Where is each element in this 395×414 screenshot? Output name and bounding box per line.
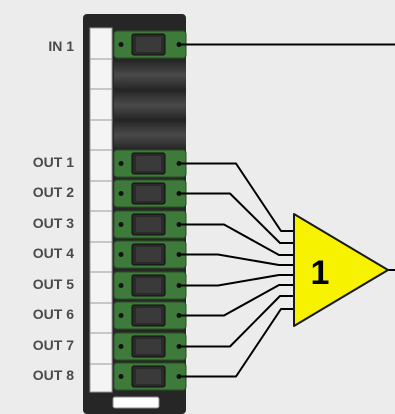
output-wire-5 [179, 274, 294, 287]
output-wire-4 [179, 253, 294, 266]
label-strip [89, 27, 113, 393]
output-module-5[interactable] [113, 271, 187, 300]
output-module-7[interactable] [113, 332, 187, 361]
output-label-out-4: OUT 4 [32, 245, 74, 261]
input-module[interactable] [113, 30, 187, 59]
rack-handle [112, 396, 160, 409]
output-label-out-3: OUT 3 [32, 215, 74, 231]
empty-slot [114, 62, 186, 88]
output-module-6[interactable] [113, 301, 187, 330]
empty-slot [114, 122, 186, 148]
output-label-out-6: OUT 6 [32, 306, 74, 322]
output-label-out-5: OUT 5 [32, 276, 74, 292]
output-module-4[interactable] [113, 240, 187, 269]
output-module-2[interactable] [113, 179, 187, 208]
label-strip-dividers [90, 58, 112, 365]
output-label-out-8: OUT 8 [32, 367, 74, 383]
output-module-1[interactable] [113, 149, 187, 178]
amplifier-label: 1 [311, 254, 330, 292]
output-label-out-2: OUT 2 [32, 184, 74, 200]
empty-slot [114, 92, 186, 118]
output-wire-3 [179, 223, 294, 256]
output-wire-7 [179, 295, 294, 348]
output-module-3[interactable] [113, 210, 187, 239]
output-wire-8 [179, 308, 294, 378]
input-label-in-1: IN 1 [48, 38, 74, 54]
output-label-out-7: OUT 7 [32, 337, 74, 353]
output-wires [179, 162, 395, 378]
output-wire-1 [179, 162, 294, 232]
output-wire-6 [179, 284, 294, 317]
output-wire-2 [179, 192, 294, 244]
output-module-8[interactable] [113, 362, 187, 391]
amplifier-triangle[interactable] [293, 213, 389, 327]
output-label-out-1: OUT 1 [32, 154, 74, 170]
